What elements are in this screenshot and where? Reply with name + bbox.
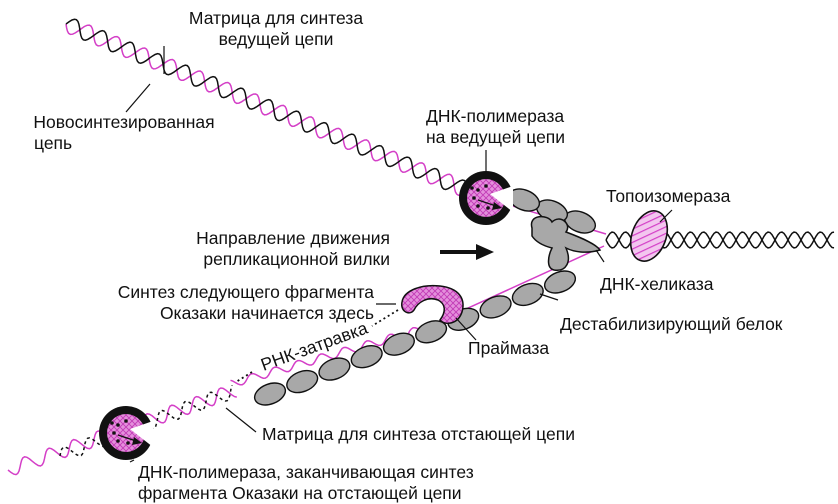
new-strand-line2: цепь xyxy=(6,133,242,154)
rna-primer-dotted xyxy=(372,310,398,326)
primase-label: Праймаза xyxy=(468,338,549,359)
leading-polymerase-line1: ДНК-полимераза xyxy=(426,106,606,127)
dna-strands xyxy=(8,19,834,474)
okazaki-start-label: Синтез следующего фрагмента Оказаки начи… xyxy=(64,282,374,324)
helicase-label: ДНК-хеликаза xyxy=(600,274,714,295)
leading-template-label: Матрица для синтеза ведущей цепи xyxy=(178,8,374,50)
ssb-protein-icon xyxy=(477,292,514,322)
fork-direction-line1: Направление движения xyxy=(170,228,390,249)
okazaki-start-line1: Синтез следующего фрагмента xyxy=(64,282,374,303)
lagging-polymerase-line2: фрагмента Оказаки на отстающей цепи xyxy=(138,483,474,504)
leading-polymerase-line2: на ведущей цепи xyxy=(426,127,606,148)
leading-template-line1: Матрица для синтеза xyxy=(178,8,374,29)
okazaki-start-line2: Оказаки начинается здесь xyxy=(64,303,374,324)
ssb-protein-icon xyxy=(348,342,385,372)
ssb-protein-icon xyxy=(251,379,288,409)
fork-direction-line2: репликационной вилки xyxy=(170,249,390,270)
topoisomerase-label: Топоизомераза xyxy=(606,186,730,207)
fork-direction-arrow-icon xyxy=(440,244,494,260)
ssb-label: Дестабилизирующий белок xyxy=(560,314,782,335)
lagging-template-label: Матрица для синтеза отстающей цепи xyxy=(262,424,575,445)
new-strand-line1: Новосинтезированная xyxy=(6,112,242,133)
new-strand-label: Новосинтезированная цепь xyxy=(6,112,242,154)
primase-icon xyxy=(402,286,463,324)
rna-primer-dotted-2 xyxy=(236,372,252,382)
leading-template-line2: ведущей цепи xyxy=(178,29,374,50)
leading-polymerase-label: ДНК-полимераза на ведущей цепи xyxy=(426,106,606,148)
ssb-protein-icon xyxy=(316,354,353,384)
dna-polymerase-icon xyxy=(99,406,153,460)
lagging-polymerase-label: ДНК-полимераза, заканчивающая синтез фра… xyxy=(138,462,474,504)
ssb-protein-icon xyxy=(380,329,417,359)
fork-direction-label: Направление движения репликационной вилк… xyxy=(170,228,390,270)
dna-polymerase-icon xyxy=(459,171,513,225)
lagging-polymerase-line1: ДНК-полимераза, заканчивающая синтез xyxy=(138,462,474,483)
